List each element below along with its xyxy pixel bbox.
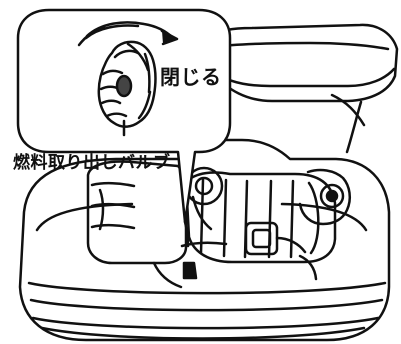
valve-knob [97,40,157,137]
close-label: 閉じる [160,65,222,89]
curved-arrow-icon [77,21,179,47]
open-hood [208,23,399,154]
fuel-valve-label: 燃料取り出しバルブ [13,153,171,173]
outer-body [18,138,391,342]
engine-assembly [86,160,352,289]
